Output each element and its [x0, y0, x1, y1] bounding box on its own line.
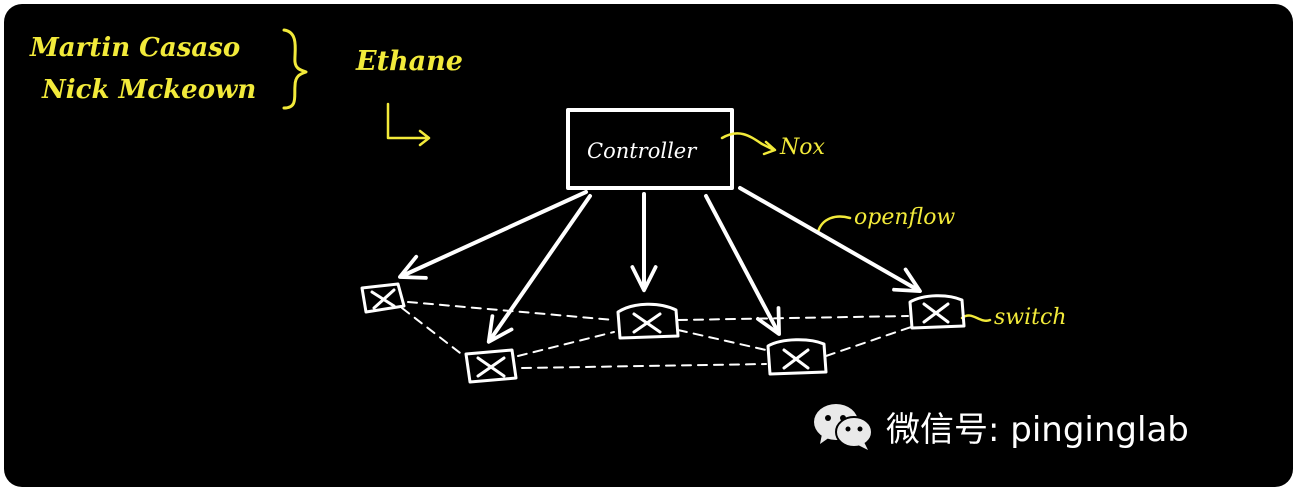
switch-4-x: [782, 348, 810, 370]
link-s1-s2: [401, 307, 465, 357]
blackboard: Martin Casaso Nick Mckeown Ethane Contro…: [4, 4, 1293, 487]
link-s3-s4: [677, 329, 767, 351]
arrow-to-switch-5: [738, 186, 922, 294]
controller-annotation: Nox: [779, 135, 825, 160]
switch-3: [616, 302, 680, 340]
switch-1-box: [360, 282, 406, 314]
switch-links: [401, 301, 915, 369]
nox-pointer: [720, 132, 777, 156]
controller-label: Controller: [587, 139, 698, 163]
controller-box: [566, 108, 734, 190]
switch-1-x: [370, 288, 396, 310]
author-brace: [282, 28, 308, 110]
control-channel-arrows: [398, 186, 922, 344]
protocol-label: openflow: [854, 205, 955, 230]
project-name: Ethane: [355, 46, 463, 77]
arrow-to-switch-2: [486, 194, 592, 344]
switch-5: [908, 294, 966, 330]
switch-2-x: [476, 356, 506, 378]
link-s4-s5: [825, 325, 915, 357]
link-s2-s3: [517, 331, 615, 357]
switch-5-box: [908, 294, 966, 330]
switch-4-box: [766, 338, 828, 376]
link-s1-s3: [407, 301, 615, 321]
switch-3-box: [616, 302, 680, 340]
wechat-icon: [814, 404, 873, 450]
switch-3-x: [632, 312, 662, 334]
arrow-to-switch-1: [398, 190, 588, 280]
switch-2-box: [464, 348, 518, 384]
switch-pointer: [960, 314, 992, 322]
switch-1: [360, 282, 406, 314]
switch-4: [766, 338, 828, 376]
switch-5-x: [922, 302, 950, 324]
openflow-pointer: [816, 215, 852, 234]
wechat-id-text: 微信号: pinginglab: [886, 409, 1189, 450]
author-name-2: Nick Mckeown: [41, 75, 256, 105]
link-s3-s5: [677, 315, 909, 321]
author-name-1: Martin Casaso: [29, 33, 240, 63]
link-s2-s4: [521, 363, 767, 369]
sdn-diagram: Martin Casaso Nick Mckeown Ethane Contro…: [29, 28, 1067, 384]
switch-label: switch: [994, 305, 1067, 330]
arrow-to-switch-4: [704, 194, 781, 336]
switch-2: [464, 348, 518, 384]
project-arrow: [386, 102, 431, 147]
wechat-watermark: 微信号: pinginglab: [812, 400, 1189, 452]
